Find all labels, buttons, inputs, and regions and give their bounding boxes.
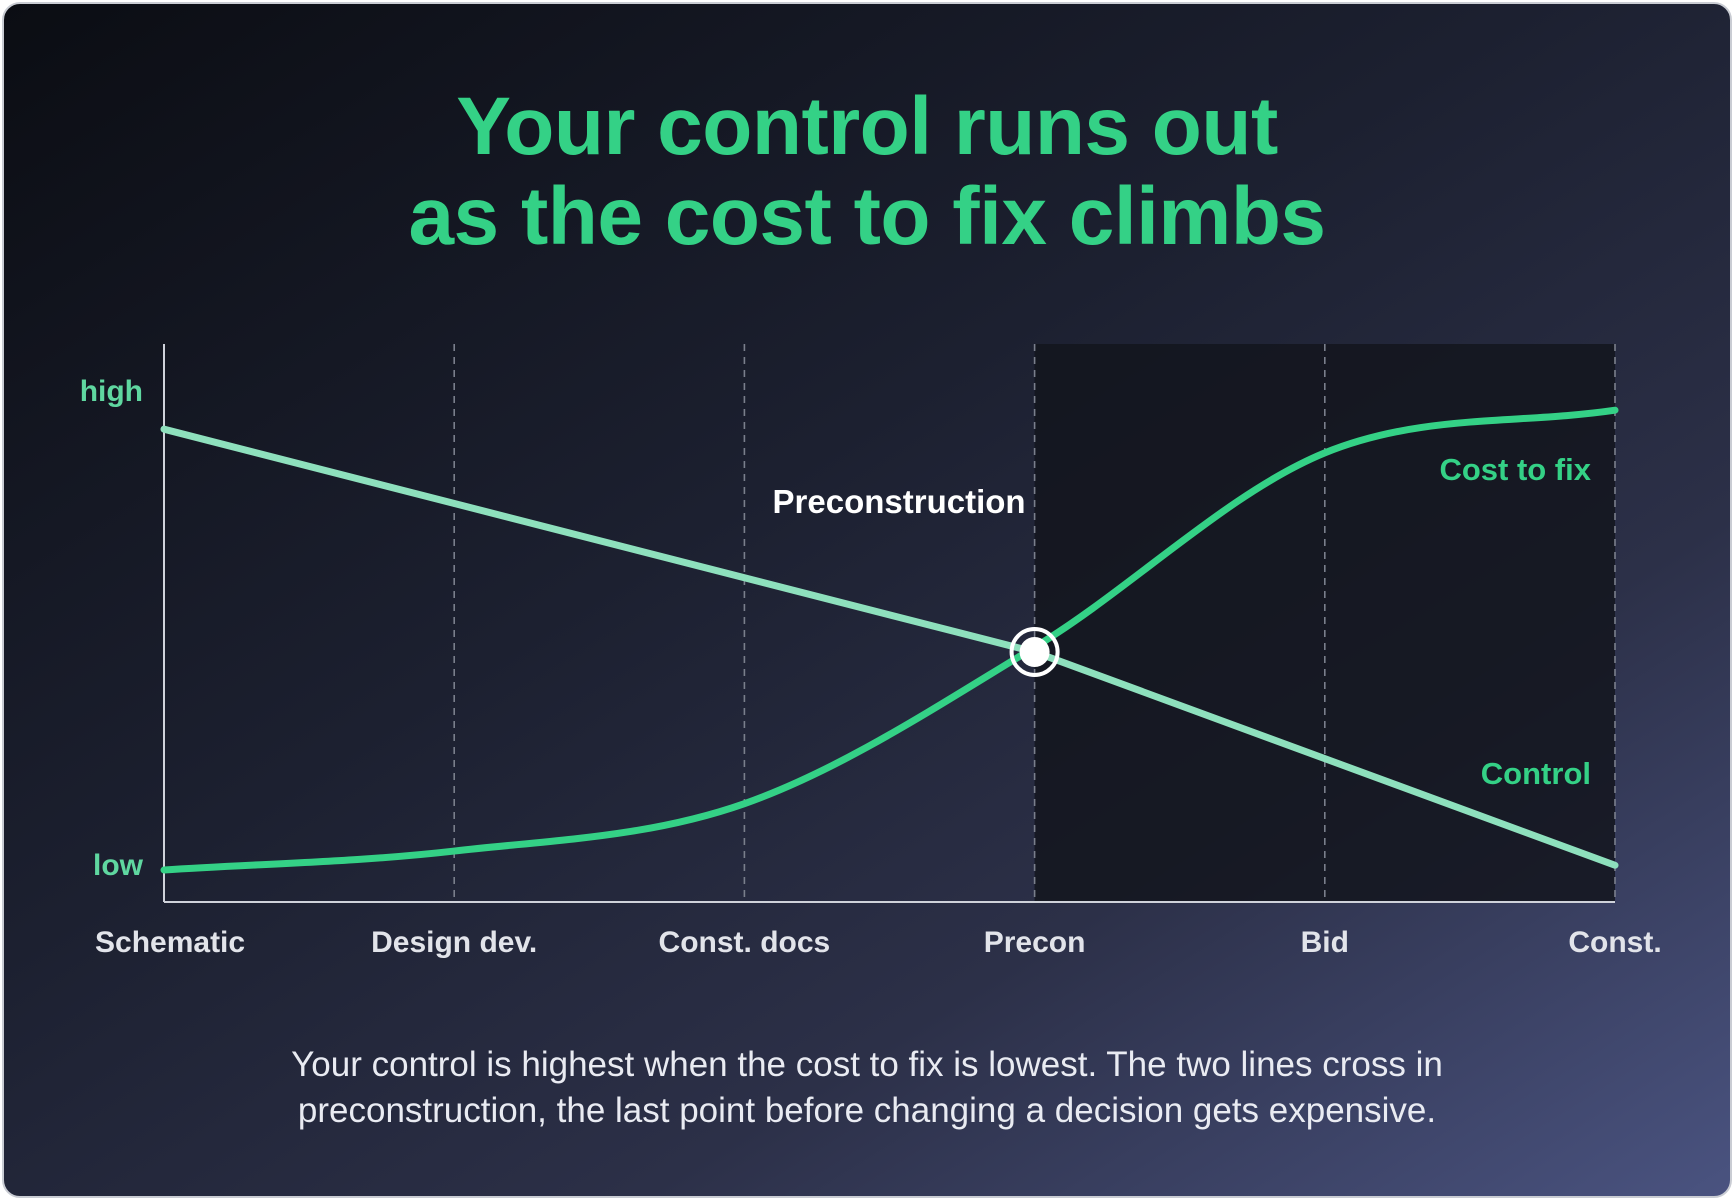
caption-line-2: preconstruction, the last point before c… [297,1091,1437,1130]
intersection-marker-dot [1019,636,1050,667]
chart-title: Your control runs out as the cost to fix… [4,82,1730,262]
x-tick-labels: Schematic Design dev. Const. docs Precon Bid… [95,926,1662,959]
annotations: Preconstruction [773,483,1060,677]
axes [163,344,1615,903]
chart-title-line-1: Your control runs out [456,81,1278,172]
intersection-marker-ring [1009,626,1060,677]
x-tick-design-dev: Design dev. [371,926,537,959]
series-label-cost-to-fix: Cost to fix [1439,452,1591,487]
y-tick-high: high [80,375,143,408]
chart-caption: Your control is highest when the cost to… [4,1042,1730,1134]
line-chart: Schematic Design dev. Const. docs Precon Bid… [80,344,1662,959]
phase-gridlines [453,344,1616,902]
x-tick-schematic: Schematic [95,926,245,959]
series-line-cost-to-fix [160,406,1619,874]
x-tick-const-docs: Const. docs [659,926,831,959]
y-tick-labels: high low [80,375,144,882]
x-tick-precon: Precon [984,926,1086,959]
caption-line-1: Your control is highest when the cost to… [291,1045,1443,1084]
x-tick-const: Const. [1568,926,1661,959]
chart-title-line-2: as the cost to fix climbs [408,171,1326,262]
series-label-control: Control [1481,756,1591,791]
y-tick-low: low [93,849,144,882]
x-tick-bid: Bid [1301,926,1349,959]
annotation-preconstruction: Preconstruction [773,483,1026,520]
